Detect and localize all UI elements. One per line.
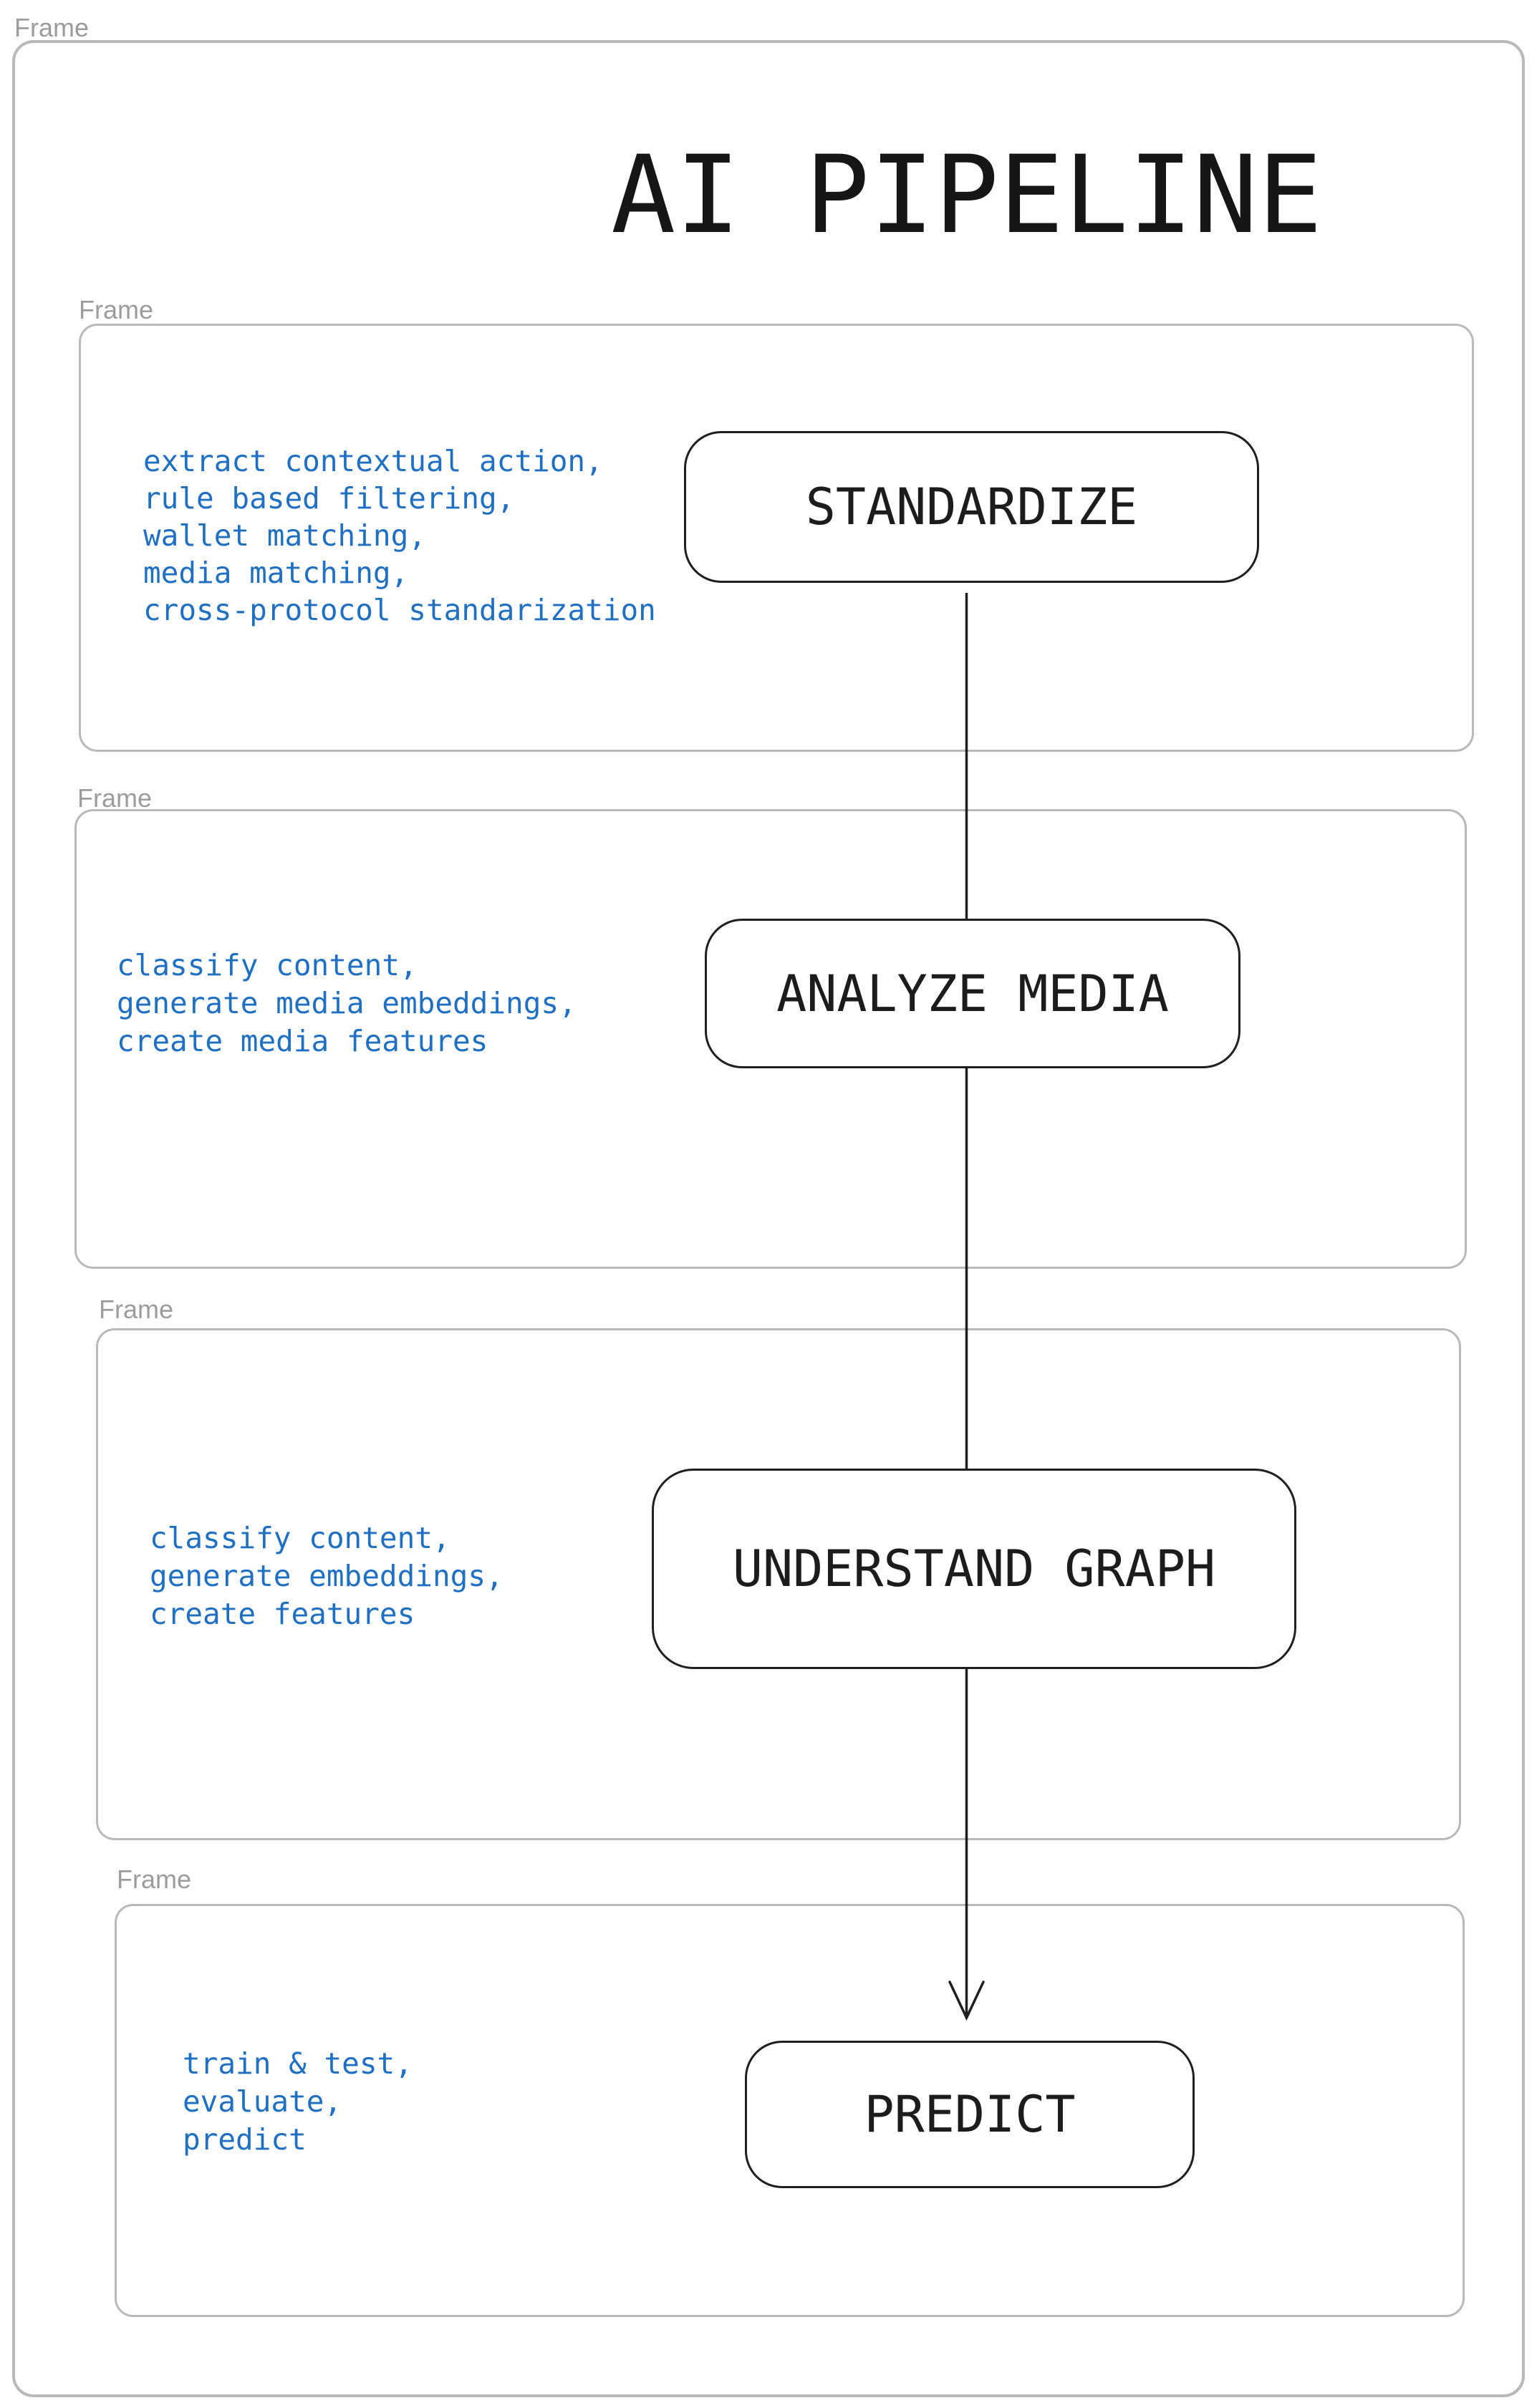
frame-label-analyze-media[interactable]: Frame: [77, 783, 153, 813]
node-understand-graph-label: UNDERSTAND GRAPH: [732, 1539, 1216, 1598]
node-understand-graph[interactable]: UNDERSTAND GRAPH: [652, 1469, 1296, 1669]
node-analyze-media[interactable]: ANALYZE MEDIA: [705, 919, 1240, 1068]
frame-label-predict[interactable]: Frame: [117, 1865, 192, 1894]
node-standardize[interactable]: STANDARDIZE: [684, 431, 1259, 583]
frame-label-outer[interactable]: Frame: [14, 13, 90, 42]
node-standardize-label: STANDARDIZE: [805, 478, 1138, 536]
frame-label-standardize[interactable]: Frame: [79, 295, 154, 324]
node-analyze-media-label: ANALYZE MEDIA: [776, 964, 1169, 1023]
note-understand-graph: classify content, generate embeddings, c…: [150, 1521, 504, 1631]
frame-label-understand-graph[interactable]: Frame: [99, 1295, 174, 1324]
note-analyze-media: classify content, generate media embeddi…: [117, 948, 577, 1058]
node-predict-label: PREDICT: [864, 2085, 1076, 2144]
note-standardize: extract contextual action, rule based fi…: [143, 444, 656, 627]
note-predict: train & test, evaluate, predict: [183, 2046, 413, 2157]
page-title: AI PIPELINE: [611, 133, 1323, 258]
node-predict[interactable]: PREDICT: [745, 2041, 1195, 2188]
